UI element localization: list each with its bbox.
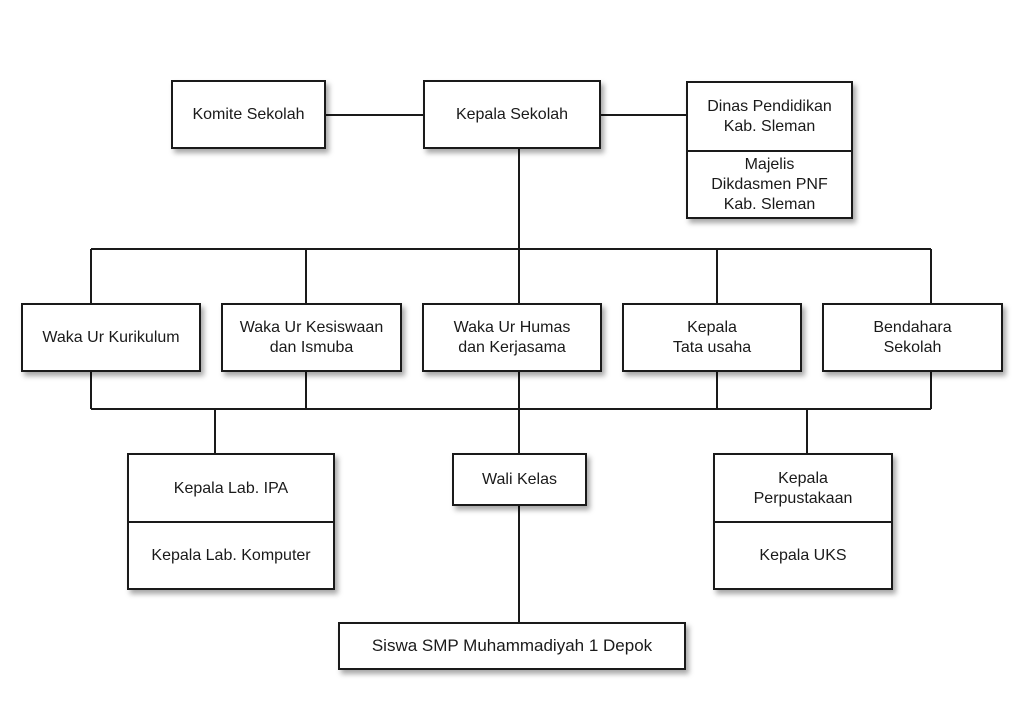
lab-box: Kepala Lab. IPA Kepala Lab. Komputer [127,453,335,590]
waka-humas-cell: Waka Ur Humas dan Kerjasama [424,305,600,370]
kepala-tata-usaha-line-1: Kepala [687,318,737,336]
kepala-tata-usaha-line-2: Tata usaha [672,338,752,356]
dinas-majelis-divider [688,150,851,152]
dinas-majelis-box: Dinas Pendidikan Kab. Sleman Majelis Dik… [686,81,853,219]
kepala-perpustakaan-line-2: Perpustakaan [753,489,853,507]
waka-kesiswaan-box: Waka Ur Kesiswaan dan Ismuba [221,303,402,372]
siswa-label: Siswa SMP Muhammadiyah 1 Depok [371,636,653,655]
kepala-uks-label: Kepala UKS [759,546,847,564]
kepala-lab-komputer-label: Kepala Lab. Komputer [151,546,311,564]
wali-kelas-label: Wali Kelas [482,470,557,488]
bendahara-sekolah-box: Bendahara Sekolah [822,303,1003,372]
kepala-tata-usaha-box: Kepala Tata usaha [622,303,802,372]
waka-kesiswaan-line-1: Waka Ur Kesiswaan [239,318,384,336]
kepala-perpustakaan-line-1: Kepala [778,469,828,487]
dinas-pendidikan-cell: Dinas Pendidikan Kab. Sleman [688,83,851,151]
bendahara-sekolah-cell: Bendahara Sekolah [824,305,1001,370]
komite-sekolah-box: Komite Sekolah [171,80,326,149]
perpustakaan-uks-box: Kepala Perpustakaan Kepala UKS [713,453,893,590]
dinas-pendidikan-line-2: Kab. Sleman [723,118,816,135]
bendahara-line-2: Sekolah [883,338,942,356]
waka-humas-line-2: dan Kerjasama [458,338,566,356]
kepala-perpustakaan-cell: Kepala Perpustakaan [715,455,891,522]
waka-humas-box: Waka Ur Humas dan Kerjasama [422,303,602,372]
lab-divider [129,521,333,523]
kepala-lab-ipa-label: Kepala Lab. IPA [173,479,289,497]
majelis-dikdasmen-cell: Majelis Dikdasmen PNF Kab. Sleman [688,152,851,217]
komite-sekolah-label: Komite Sekolah [192,105,305,123]
waka-humas-line-1: Waka Ur Humas [453,318,571,336]
waka-kurikulum-box: Waka Ur Kurikulum [21,303,201,372]
waka-kurikulum-label: Waka Ur Kurikulum [42,328,180,346]
siswa-box: Siswa SMP Muhammadiyah 1 Depok [338,622,686,670]
kepala-tata-usaha-cell: Kepala Tata usaha [624,305,800,370]
bendahara-line-1: Bendahara [873,318,952,336]
kepala-sekolah-box: Kepala Sekolah [423,80,601,149]
waka-kesiswaan-cell: Waka Ur Kesiswaan dan Ismuba [223,305,400,370]
majelis-line-3: Kab. Sleman [723,195,816,213]
wali-kelas-box: Wali Kelas [452,453,587,506]
perpustakaan-uks-divider [715,521,891,523]
dinas-pendidikan-line-1: Dinas Pendidikan [707,98,832,115]
majelis-line-2: Dikdasmen PNF [711,175,828,193]
waka-kesiswaan-line-2: dan Ismuba [269,338,354,356]
kepala-sekolah-label: Kepala Sekolah [455,105,569,123]
majelis-line-1: Majelis [744,155,795,173]
